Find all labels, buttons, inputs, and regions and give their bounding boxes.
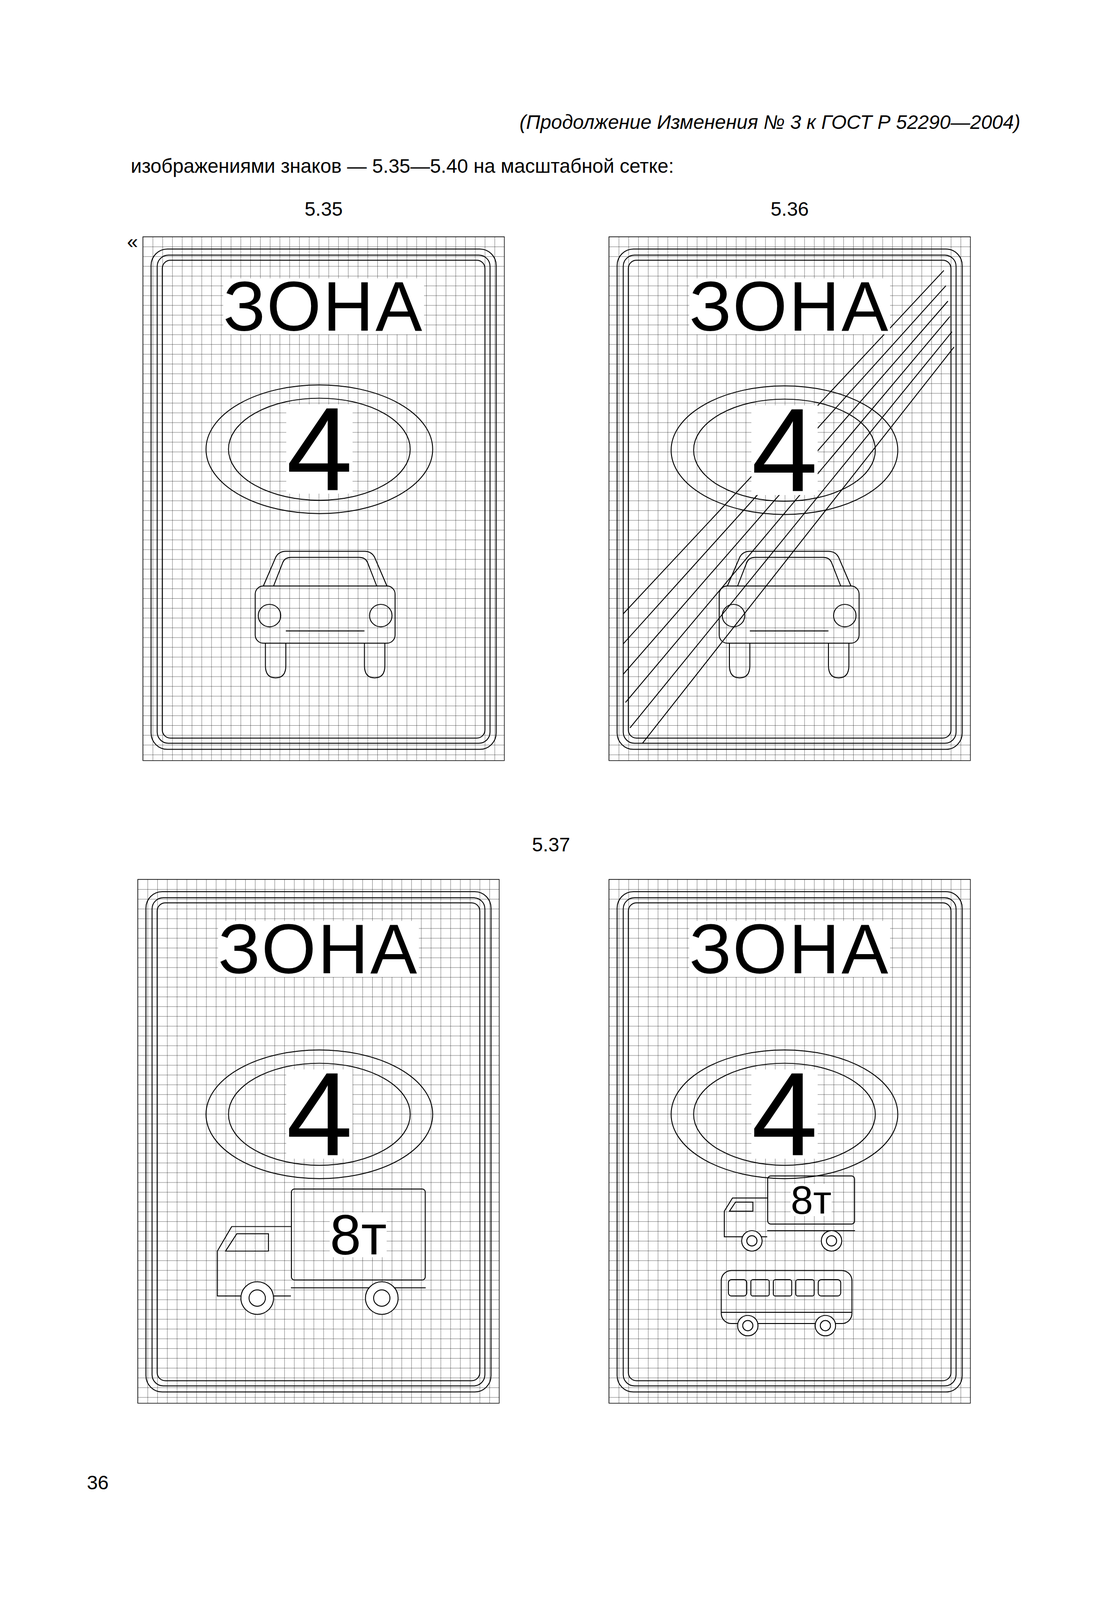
bus-window — [773, 1279, 792, 1296]
oval-line — [693, 1063, 876, 1166]
cargo-box: 8т — [290, 1188, 426, 1281]
page-number: 36 — [86, 1471, 109, 1494]
zone-number: 4 — [286, 404, 353, 494]
oval-line — [671, 1049, 898, 1179]
page-header: (Продолжение Изменения № 3 к ГОСТ Р 5229… — [519, 111, 1021, 134]
zone-number: 4 — [751, 1069, 818, 1159]
sign-frame — [142, 236, 505, 761]
zone-word: ЗОНА — [218, 920, 419, 977]
truck-symbol — [217, 1226, 426, 1315]
cargo-line — [767, 1175, 855, 1224]
road-sign: 5.35ЗОНА4 — [142, 236, 505, 761]
car-symbol — [255, 551, 396, 678]
truck-wheel — [741, 1230, 763, 1252]
bus-hub — [820, 1320, 831, 1331]
truck-hub — [248, 1289, 266, 1307]
truck-wheel — [240, 1281, 274, 1315]
sign-number: 5.36 — [770, 198, 809, 220]
end-stripes — [623, 270, 955, 743]
zone-word: ЗОНА — [689, 278, 891, 335]
bus-wheel — [815, 1315, 836, 1337]
cargo-box: 8т — [767, 1175, 856, 1225]
zone-word: ЗОНА — [689, 920, 891, 977]
quote-mark: « — [127, 230, 138, 254]
sign-5-37-art — [137, 879, 500, 1404]
oval-line — [205, 1049, 433, 1179]
bus-body — [721, 1270, 853, 1324]
bus-line — [721, 1311, 853, 1313]
truck-hub — [826, 1235, 837, 1246]
bus-wheel — [737, 1315, 758, 1337]
sign-number: 5.37 — [531, 833, 571, 856]
sign-5-35-art — [142, 236, 505, 761]
truck-wheel — [821, 1230, 842, 1252]
road-sign: 5.36ЗОНА4 — [608, 236, 971, 761]
oval-panel: 4 — [670, 384, 899, 516]
sign-number: 5.35 — [304, 198, 343, 220]
zone-word: ЗОНА — [223, 278, 425, 335]
sign-5-36-art — [608, 236, 971, 761]
truck-hub — [373, 1289, 390, 1307]
oval-line — [693, 399, 876, 502]
oval-line — [671, 385, 898, 515]
sign-frame — [137, 879, 500, 1404]
bus-window — [795, 1279, 814, 1296]
oval-panel: 4 — [670, 1048, 899, 1180]
sign-frame — [608, 879, 971, 1404]
intro-text: изображениями знаков — 5.35—5.40 на масш… — [130, 155, 674, 178]
weight-label: 8т — [329, 1212, 387, 1258]
truck-wheel — [365, 1281, 399, 1315]
road-sign: ЗОНА 4 8т — [137, 879, 500, 1404]
truck-hub — [746, 1235, 757, 1246]
weight-label: 8т — [790, 1183, 832, 1217]
oval-panel: 4 — [205, 383, 434, 515]
oval-line — [228, 1063, 411, 1166]
car-symbol — [719, 551, 860, 678]
oval-line — [206, 384, 433, 514]
bus-window — [818, 1279, 841, 1296]
diagonal-stripe — [623, 270, 955, 743]
zone-number: 4 — [286, 1069, 353, 1159]
sign-frame — [608, 236, 971, 761]
bus-hub — [742, 1320, 753, 1331]
truck-symbol — [724, 1197, 856, 1252]
cargo-line — [291, 1188, 426, 1280]
road-sign: ЗОНА 4 8т — [608, 879, 971, 1404]
zone-number: 4 — [751, 405, 818, 495]
bus-symbol — [721, 1270, 853, 1336]
bus-window — [750, 1279, 770, 1296]
sign-truck-bus-art — [608, 879, 971, 1404]
oval-panel: 4 — [205, 1048, 434, 1180]
oval-line — [228, 397, 411, 501]
bus-window — [728, 1279, 747, 1296]
